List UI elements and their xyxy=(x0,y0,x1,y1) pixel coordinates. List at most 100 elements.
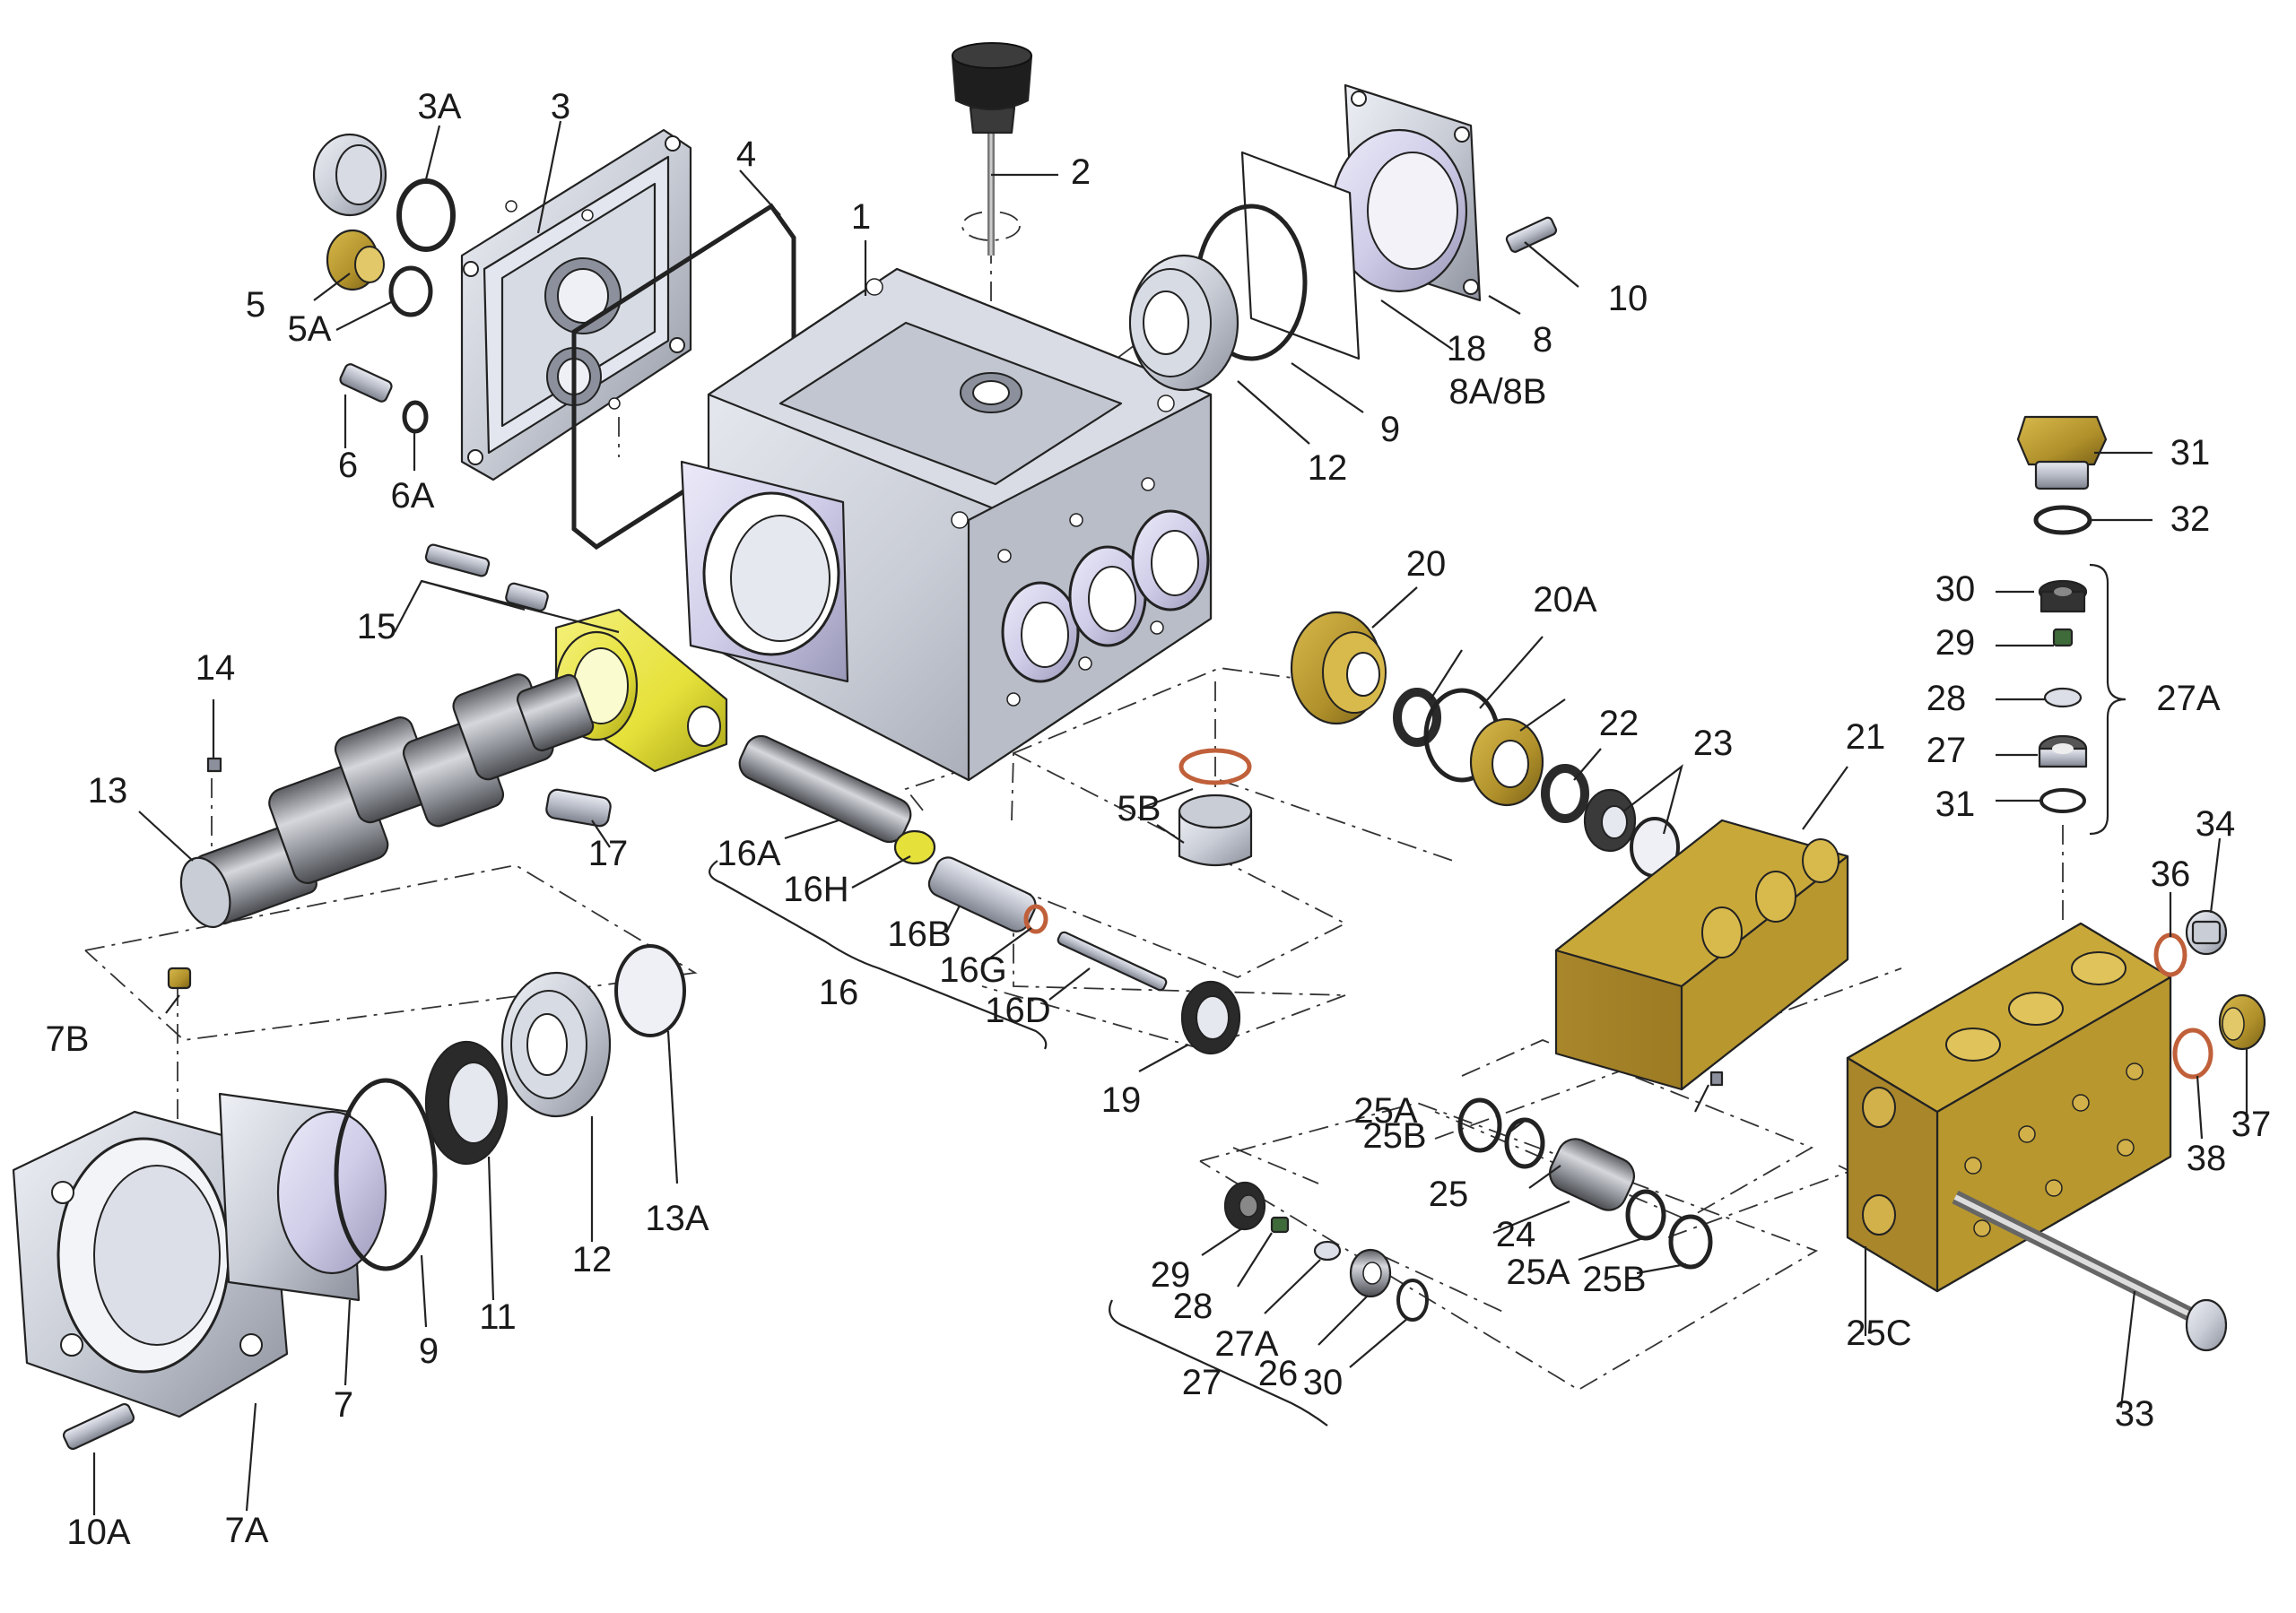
disc-28-right-icon xyxy=(2043,687,2083,708)
callout-labels: 1233A455A5B66A77A7B88A/8B991010A11121213… xyxy=(46,87,2272,1552)
callout-label-25a: 25A xyxy=(1506,1253,1570,1292)
callout-label-13a: 13A xyxy=(645,1199,709,1238)
plug-14-icon xyxy=(206,757,222,773)
callout-label-18: 18 xyxy=(1447,329,1487,369)
bracket-27a-icon xyxy=(2089,563,2126,836)
callout-label-16a: 16A xyxy=(717,834,780,873)
callout-label-30: 30 xyxy=(1935,569,1976,609)
screw-6-icon xyxy=(339,363,429,434)
valve-seat-30-icon xyxy=(1223,1181,1266,1231)
callout-label-8a-8b: 8A/8B xyxy=(1449,372,1547,412)
callout-label-6: 6 xyxy=(338,446,358,485)
ring-13a-icon xyxy=(614,944,686,1037)
callout-label-28: 28 xyxy=(1173,1287,1213,1326)
callout-label-28: 28 xyxy=(1926,679,1967,718)
o-ring-25a-right-icon xyxy=(1625,1189,1666,1241)
o-ring-37-icon xyxy=(2153,932,2187,977)
callout-label-31: 31 xyxy=(1935,785,1976,824)
callout-label-23: 23 xyxy=(1693,724,1734,763)
callout-label-14: 14 xyxy=(196,648,236,688)
callout-label-27a: 27A xyxy=(1214,1324,1278,1364)
valve-27-icon xyxy=(1349,1248,1392,1298)
callout-label-17: 17 xyxy=(588,834,629,873)
callout-label-3: 3 xyxy=(551,87,570,126)
screw-10a-icon xyxy=(62,1402,135,1451)
callout-label-10: 10 xyxy=(1608,279,1648,318)
pin-17-icon xyxy=(545,788,612,828)
valve-27-right-icon xyxy=(2038,734,2088,768)
callout-label-3a: 3A xyxy=(418,87,462,126)
bolt-34-icon xyxy=(1952,1190,2228,1352)
callout-label-5: 5 xyxy=(246,285,265,325)
seal-holder-20-icon xyxy=(1290,611,1387,725)
callout-label-26: 26 xyxy=(1258,1354,1299,1393)
seal-housing-7-icon xyxy=(276,1110,387,1275)
parts xyxy=(12,42,2266,1451)
callout-label-5a: 5A xyxy=(288,309,332,349)
plunger-16a-icon xyxy=(738,734,912,844)
callout-label-25: 25 xyxy=(1429,1175,1469,1214)
callout-label-7b: 7B xyxy=(46,1019,90,1059)
spring-29-icon xyxy=(1270,1216,1290,1234)
o-ring-25b-right-icon xyxy=(1668,1214,1713,1270)
o-ring-25a-icon xyxy=(1504,1117,1545,1169)
callout-label-16d: 16D xyxy=(985,991,1050,1030)
callout-label-11: 11 xyxy=(479,1297,517,1337)
valve-25-icon xyxy=(1549,1138,1635,1211)
spring-29-right-icon xyxy=(2052,628,2074,647)
o-ring-33-icon xyxy=(2033,505,2092,535)
plunger-sleeve-16b-icon xyxy=(927,856,1037,932)
callout-label-27: 27 xyxy=(1926,731,1967,770)
brass-plug-38-icon xyxy=(2218,993,2266,1051)
callout-label-9: 9 xyxy=(1380,410,1400,449)
callout-label-7: 7 xyxy=(334,1385,353,1425)
brass-plug-32-icon xyxy=(2016,415,2108,490)
o-ring-39-icon xyxy=(2172,1028,2213,1080)
callout-label-12: 12 xyxy=(1308,448,1348,488)
crankshaft-icon xyxy=(179,673,595,929)
callout-label-5b: 5B xyxy=(1118,789,1161,828)
callout-label-25c: 25C xyxy=(1846,1314,1911,1353)
side-flange-icon xyxy=(1330,83,1482,302)
wrist-pin-15-icon xyxy=(424,543,549,612)
callout-label-15: 15 xyxy=(357,607,397,646)
callout-label-6a: 6A xyxy=(391,476,435,516)
callout-label-25a: 25A xyxy=(1353,1091,1417,1131)
pump-head-26-icon xyxy=(1846,922,2172,1293)
callout-label-16h: 16H xyxy=(783,870,848,909)
callout-label-32: 32 xyxy=(2170,499,2211,539)
brass-plug-5-icon xyxy=(326,229,433,317)
crankcase-housing-icon xyxy=(680,267,1213,782)
callout-label-24: 24 xyxy=(1496,1215,1536,1254)
ring-22-icon xyxy=(1469,717,1544,807)
callout-label-10a: 10A xyxy=(66,1513,130,1552)
washer-16h-icon xyxy=(893,829,936,865)
callout-label-22: 22 xyxy=(1599,704,1639,743)
callout-label-25b: 25B xyxy=(1582,1260,1646,1299)
callout-label-21: 21 xyxy=(1846,717,1886,757)
callout-label-29: 29 xyxy=(1935,623,1976,663)
disc-28-icon xyxy=(1313,1240,1342,1262)
callout-label-16g: 16G xyxy=(939,950,1007,990)
connecting-rod-icon xyxy=(554,608,728,773)
bearing-12-top-icon xyxy=(1128,254,1239,392)
callout-label-19: 19 xyxy=(1101,1080,1142,1120)
callout-label-31: 31 xyxy=(2170,433,2211,473)
callout-label-13: 13 xyxy=(88,771,128,811)
o-ring-9-lower-icon xyxy=(334,1078,438,1271)
plug-25c-icon xyxy=(1709,1071,1724,1087)
callout-label-20a: 20A xyxy=(1533,580,1596,620)
callout-label-8: 8 xyxy=(1533,320,1552,360)
callout-label-1: 1 xyxy=(851,197,871,237)
screw-10-icon xyxy=(1505,216,1558,253)
callout-label-33: 33 xyxy=(2115,1394,2155,1434)
callout-label-20: 20 xyxy=(1406,544,1447,584)
oil-seal-11-icon xyxy=(424,1040,509,1166)
callout-label-4: 4 xyxy=(736,134,756,174)
callout-label-25b: 25B xyxy=(1362,1116,1426,1156)
seal-18-icon xyxy=(1393,688,1441,747)
o-ring-31-icon xyxy=(1396,1279,1429,1322)
callout-label-16b: 16B xyxy=(887,915,951,954)
